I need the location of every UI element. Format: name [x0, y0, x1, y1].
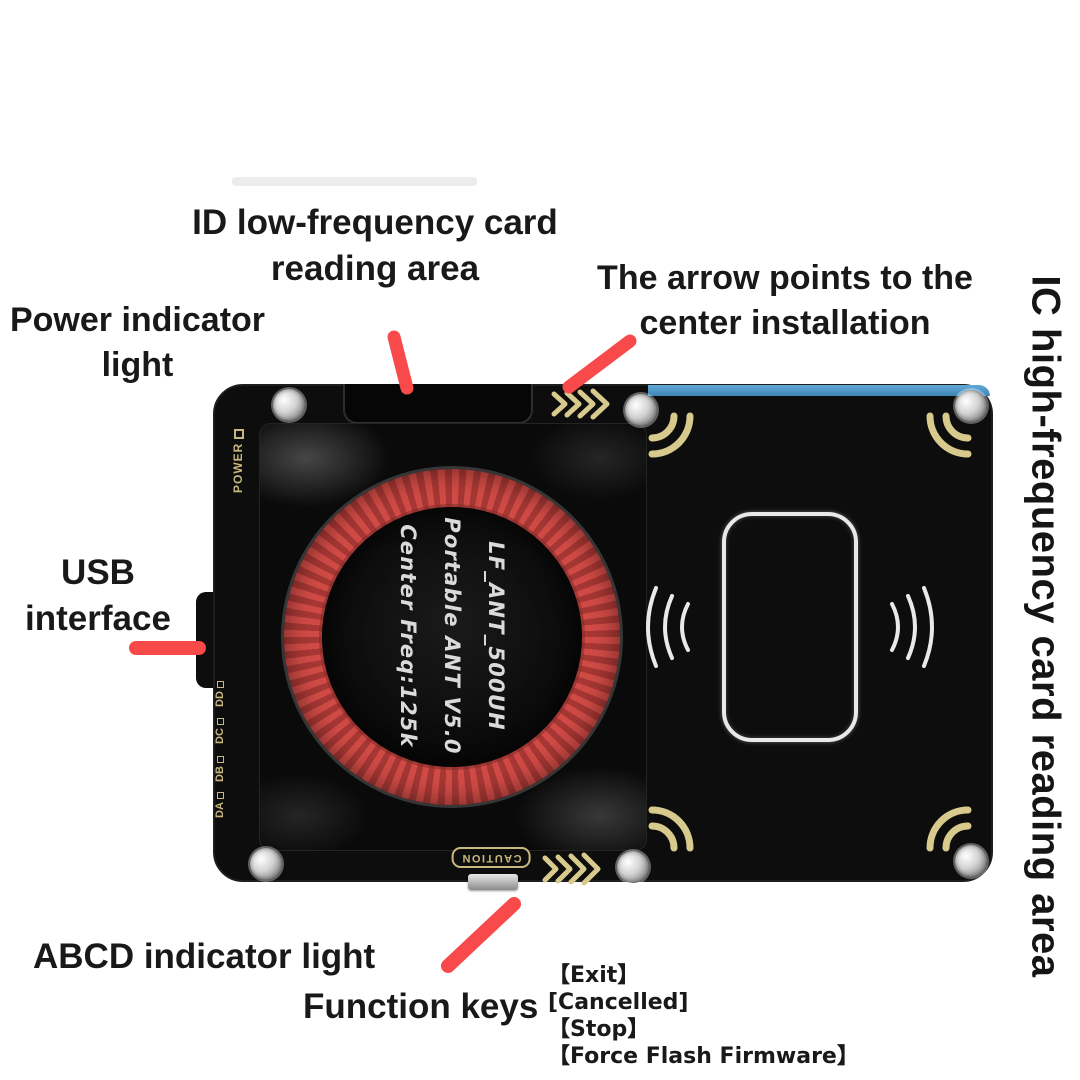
led-square-icon — [216, 756, 224, 764]
screw-icon — [625, 394, 657, 426]
center-install-pointer-arrow — [562, 334, 637, 394]
lf-antenna-print-line: Portable ANT V5.0 — [440, 517, 464, 755]
function-key-item: [Cancelled] — [548, 990, 689, 1015]
label-arrow-center-installation: The arrow points to the center installat… — [597, 259, 973, 342]
screw-icon — [617, 851, 649, 883]
lf-antenna-print-line: LF_ANT_500UH — [484, 541, 508, 731]
screw-icon — [250, 848, 282, 880]
screw-icon — [955, 390, 987, 422]
screw-icon — [273, 389, 305, 421]
led-label-dc: DC — [214, 714, 226, 748]
led-square-icon — [216, 681, 224, 689]
label-power-indicator: Power indicator light — [9, 301, 266, 384]
caution-silkscreen: CAUTION — [452, 847, 531, 868]
function-keys-pointer-arrow — [441, 897, 521, 973]
function-key-item: 【Exit】 — [548, 963, 640, 988]
power-led-silkscreen: POWER — [231, 428, 245, 493]
screw-icon — [955, 845, 987, 877]
lf-antenna-print-line: Center Freq:125k — [396, 524, 420, 748]
antenna-wire-slot — [343, 384, 533, 424]
label-function-keys: Function keys — [303, 987, 539, 1026]
led-square-icon — [216, 718, 224, 726]
label-id-lf-reading-area: ID low-frequency card reading area — [192, 203, 558, 289]
function-key-connector — [468, 874, 518, 890]
function-key-item: 【Stop】 — [548, 1017, 650, 1042]
function-key-item: 【Force Flash Firmware】 — [548, 1044, 859, 1069]
faded-smudge — [232, 177, 477, 186]
led-label-dd: DD — [214, 677, 226, 711]
lf-antenna-coil-center — [322, 507, 582, 767]
function-key-list: 【Exit】 [Cancelled] 【Stop】 【Force Flash F… — [548, 962, 868, 1070]
label-usb-interface: USB interface — [25, 553, 171, 639]
led-square-icon — [216, 792, 224, 800]
ic-card-outline — [722, 512, 858, 742]
board-edge-blue-strip — [648, 385, 990, 396]
label-ic-hf-reading-area: IC high-frequency card reading area — [1023, 275, 1068, 978]
id-area-pointer-arrow — [387, 330, 414, 395]
power-led-square-icon — [233, 428, 244, 439]
led-label-db: DB — [214, 752, 226, 786]
lf-antenna-print: LF_ANT_500UH Portable ANT V5.0 Center Fr… — [386, 466, 518, 806]
label-abcd-indicator: ABCD indicator light — [33, 937, 376, 976]
led-label-da: DA — [214, 788, 226, 822]
